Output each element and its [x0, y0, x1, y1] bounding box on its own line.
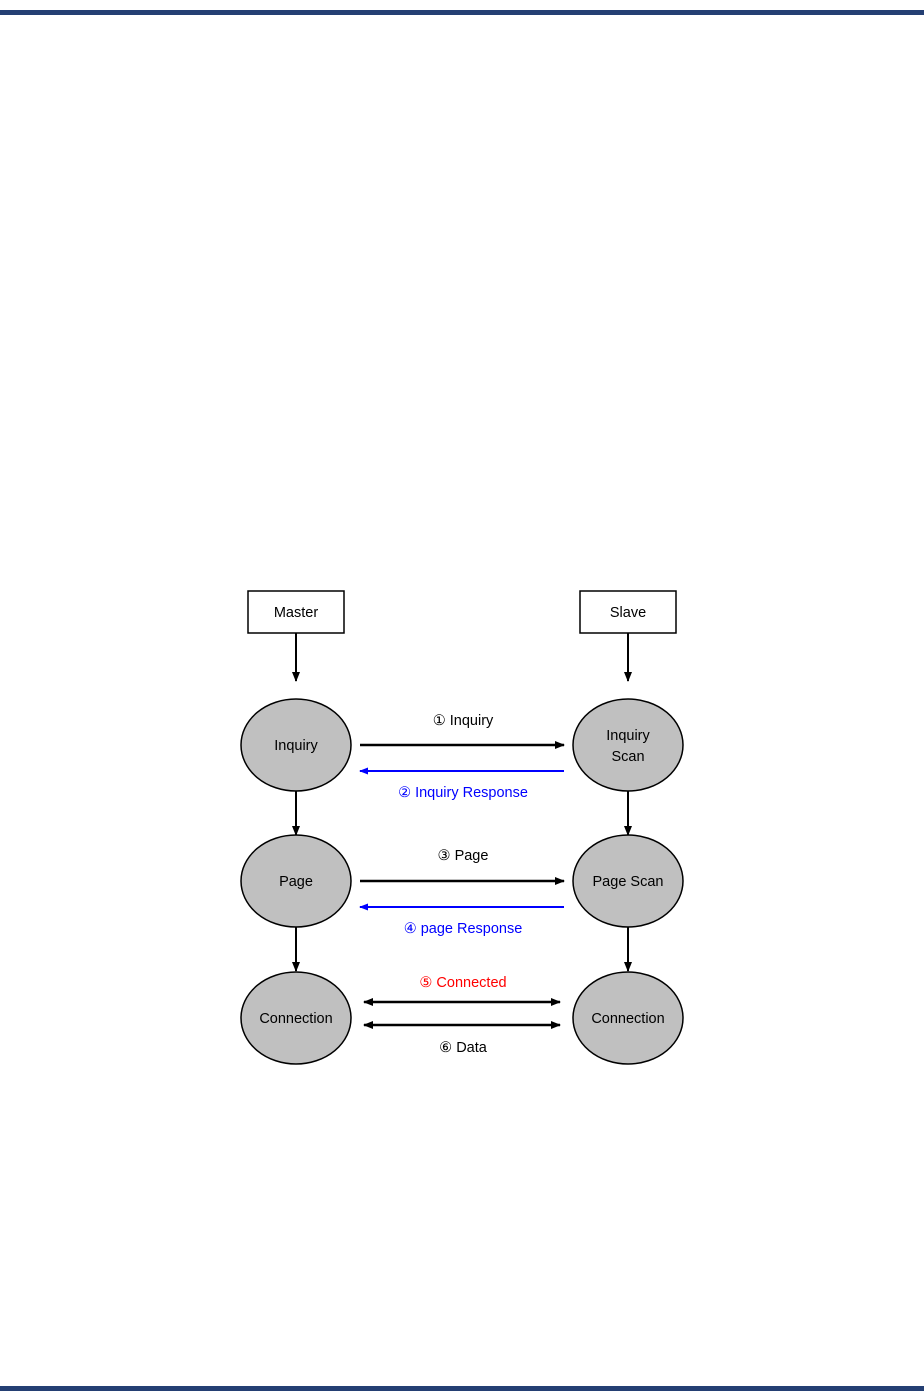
header-rule — [0, 10, 924, 15]
slave-state-inquiry-scan-label-line1: Inquiry — [606, 728, 650, 744]
slave-box-label: Slave — [610, 605, 646, 621]
slave-column: Slave Inquiry Scan Page Scan Connection — [572, 590, 684, 1065]
master-box — [247, 590, 345, 634]
master-state-connection — [240, 971, 352, 1065]
message-2-inquiry-response: ② Inquiry Response — [359, 767, 564, 801]
message-1-inquiry: ① Inquiry — [360, 713, 565, 749]
slave-state-connection-label: Connection — [591, 1011, 664, 1027]
slave-state-inquiry-scan — [572, 698, 684, 792]
connection-sequence-svg: Master Inquiry Page Connection Slave Inq… — [240, 590, 684, 1065]
master-state-page-label: Page — [279, 874, 313, 890]
slave-box — [579, 590, 677, 634]
footer-rule — [0, 1386, 924, 1391]
slave-state-connection — [572, 971, 684, 1065]
message-5-connected: ⑤ Connected — [363, 975, 561, 1006]
master-box-label: Master — [274, 605, 318, 621]
message-6-label: ⑥ Data — [439, 1040, 488, 1056]
figure-container: Master Inquiry Page Connection Slave Inq… — [228, 585, 698, 1075]
message-6-data: ⑥ Data — [363, 1021, 561, 1056]
slave-state-page-scan-label: Page Scan — [593, 874, 664, 890]
master-column: Master Inquiry Page Connection — [240, 590, 352, 1065]
message-3-label: ③ Page — [438, 848, 489, 864]
message-2-label: ② Inquiry Response — [398, 785, 528, 801]
message-3-page: ③ Page — [360, 848, 565, 885]
message-5-label: ⑤ Connected — [419, 975, 506, 991]
master-state-connection-label: Connection — [259, 1011, 332, 1027]
message-4-page-response: ④ page Response — [359, 903, 564, 937]
slave-state-inquiry-scan-label-line2: Scan — [611, 749, 644, 765]
message-1-label: ① Inquiry — [433, 713, 494, 729]
message-4-label: ④ page Response — [404, 921, 523, 937]
master-state-inquiry-label: Inquiry — [274, 738, 318, 754]
